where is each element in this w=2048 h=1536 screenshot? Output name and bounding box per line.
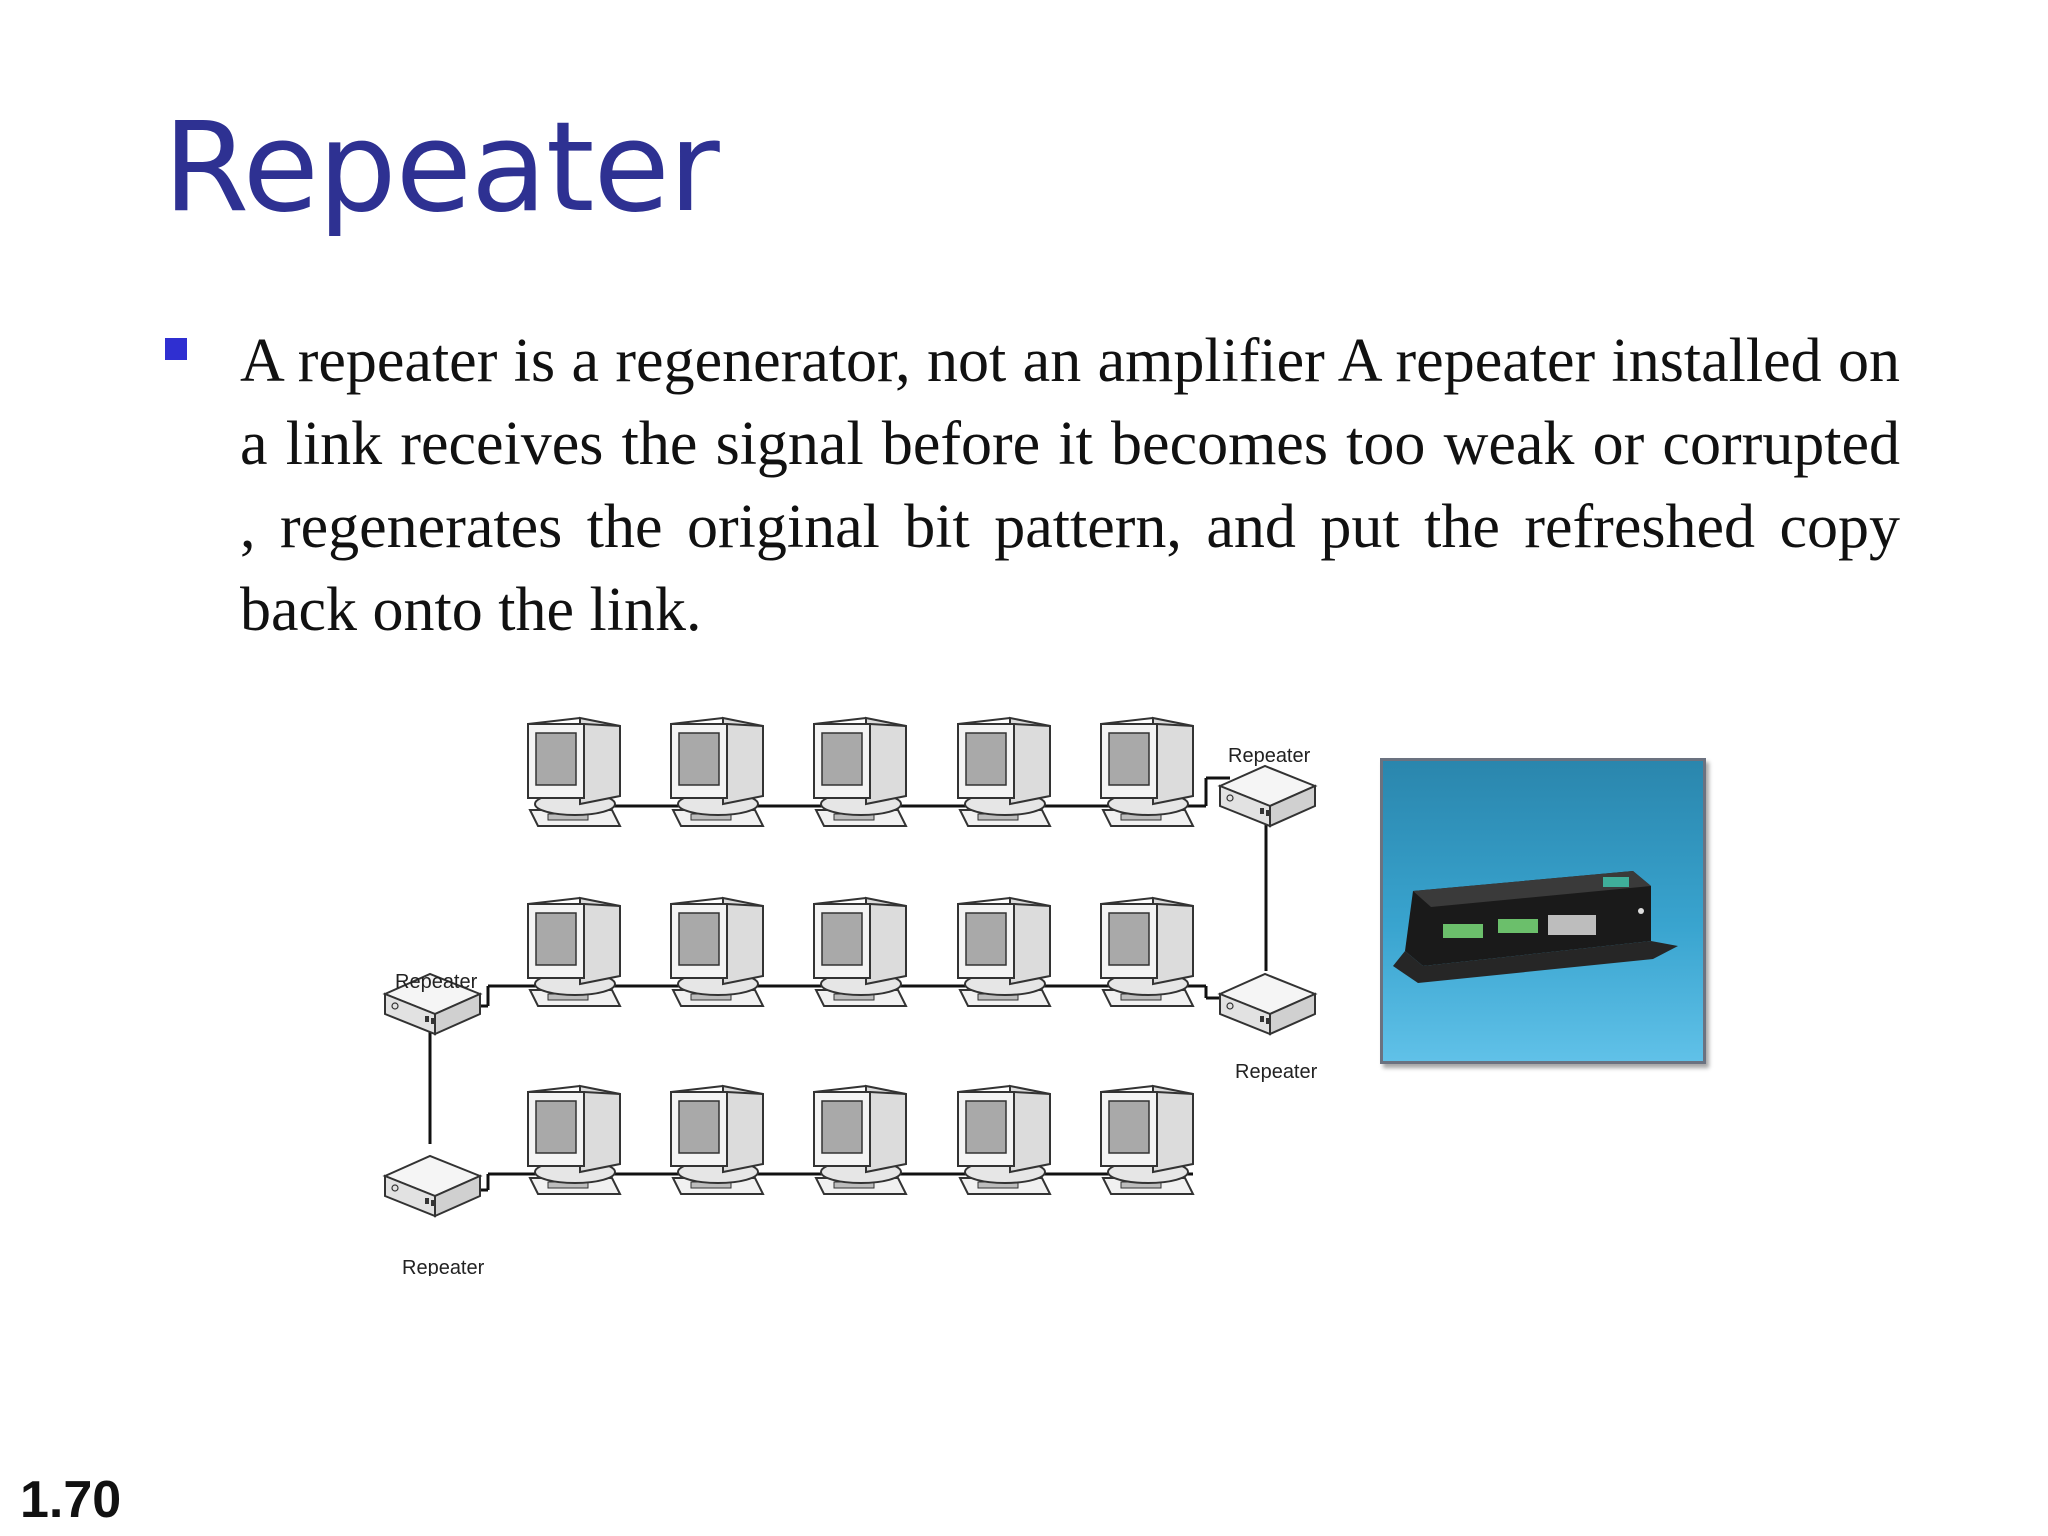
bullet-text: A repeater is a regenerator, not an ampl… — [240, 327, 1900, 644]
computer-icon — [957, 897, 1051, 1007]
computer-icon — [670, 717, 764, 827]
computer-icon — [957, 1085, 1051, 1195]
computer-icon — [527, 1085, 621, 1195]
repeater-device-icon — [1219, 973, 1316, 1035]
computer-icon — [670, 1085, 764, 1195]
slide-number: 1.70 — [20, 1471, 122, 1529]
computer-icon — [1100, 897, 1194, 1007]
computer-icon — [813, 1085, 907, 1195]
computer-icon — [1100, 717, 1194, 827]
square-bullet-icon — [165, 338, 187, 360]
bullet-item: A repeater is a regenerator, not an ampl… — [163, 320, 1903, 652]
computer-icon — [957, 717, 1051, 827]
computer-icon — [1100, 1085, 1194, 1195]
repeater-device-icon — [1219, 765, 1316, 827]
repeater-network-diagram: Repeater Repeater Repeater Repeater — [384, 717, 1318, 1276]
repeater-device-photo — [1380, 758, 1706, 1064]
computer-icon — [813, 717, 907, 827]
repeater-label-bottom-left: Repeater — [402, 1257, 485, 1276]
repeater-label-mid-right: Repeater — [1235, 1061, 1318, 1083]
slide-title: Repeater — [163, 96, 720, 240]
computer-icon — [813, 897, 907, 1007]
computer-icon — [670, 897, 764, 1007]
repeater-device-icon — [384, 1155, 481, 1217]
repeater-label-mid-left: Repeater — [395, 971, 478, 993]
computer-icon — [527, 897, 621, 1007]
repeater-label-top-right: Repeater — [1228, 745, 1311, 767]
computer-icon — [527, 717, 621, 827]
